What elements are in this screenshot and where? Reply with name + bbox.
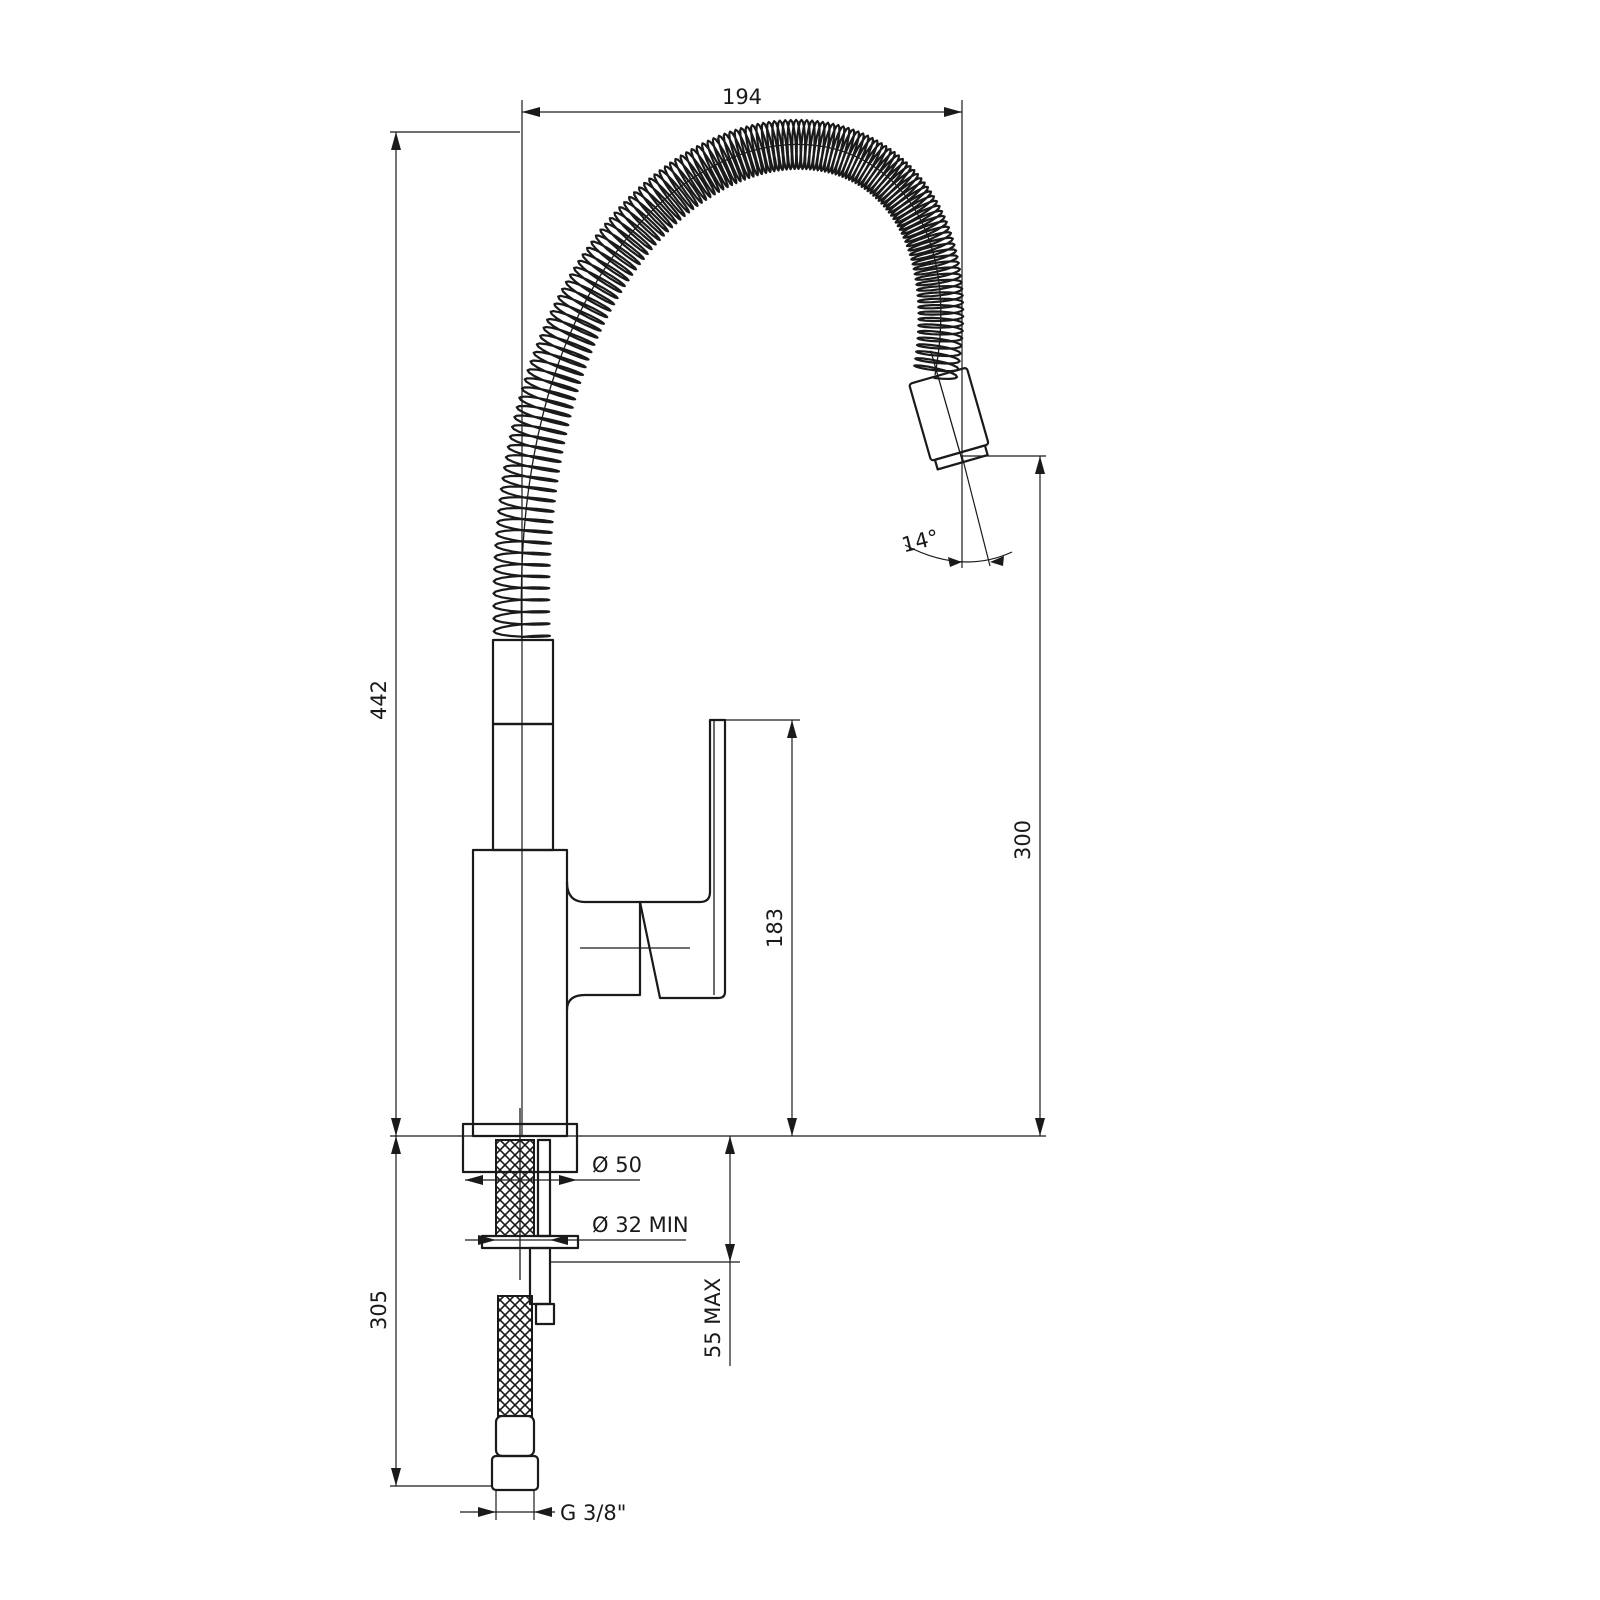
spray-head <box>908 350 990 471</box>
callout-connection-thread: G 3/8" <box>560 1501 626 1525</box>
callout-base-diameter: Ø 50 <box>592 1153 642 1177</box>
dim-lever-height: 183 <box>763 908 787 948</box>
dimension-labels: 194 442 300 183 305 55 MAX 14° Ø 50 Ø 32… <box>367 85 1035 1525</box>
spring-hose <box>492 118 965 641</box>
lever-handle <box>565 718 727 1012</box>
dim-spray-angle: 14° <box>899 525 941 557</box>
spout-column <box>491 638 555 852</box>
dim-below-deck: 305 <box>367 1290 391 1330</box>
mounting-hardware <box>480 1138 580 1492</box>
dim-spout-outlet-height: 300 <box>1011 820 1035 860</box>
callout-deck-hole-min: Ø 32 MIN <box>592 1213 689 1237</box>
dim-total-height: 442 <box>367 680 391 720</box>
dim-max-deck-thickness: 55 MAX <box>701 1278 725 1358</box>
dimension-lines <box>390 100 1046 1520</box>
dim-spout-reach: 194 <box>722 85 762 109</box>
